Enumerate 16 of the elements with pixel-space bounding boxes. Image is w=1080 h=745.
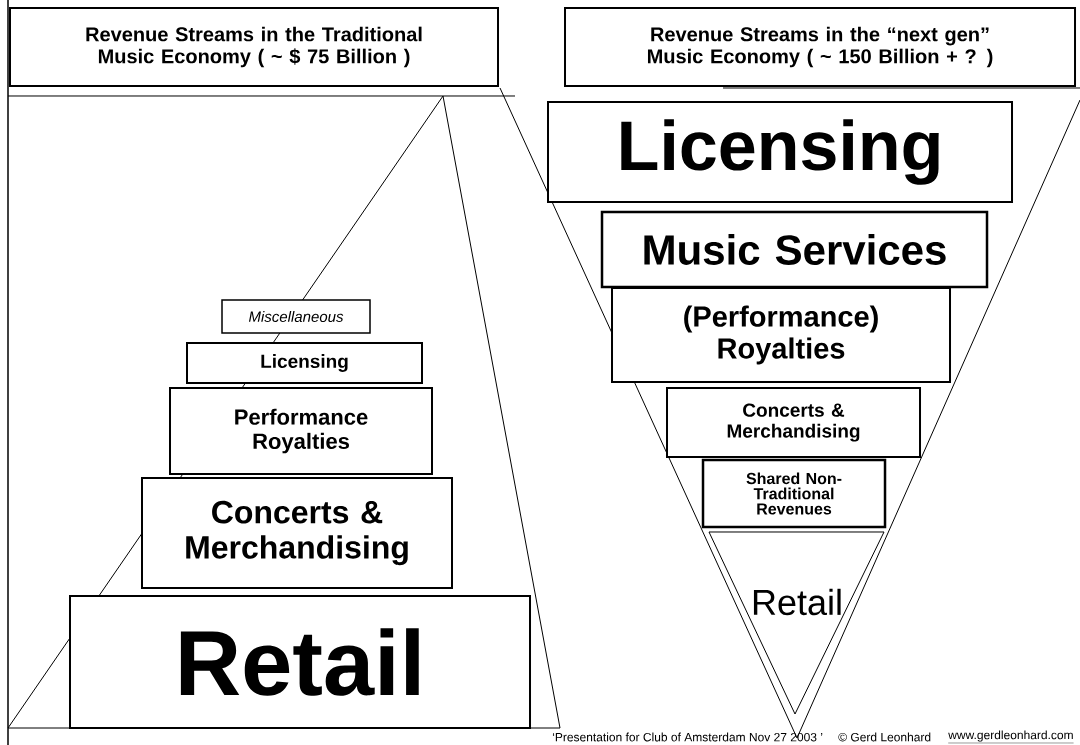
pyramid-tier: Concerts & Merchandising (141, 477, 453, 589)
funnel-tip: Retail (708, 531, 885, 715)
funnel-tier: Concerts & Merchandising (666, 387, 921, 458)
pyramid-tier: Retail (69, 595, 531, 729)
funnel-tier: (Performance) Royalties (611, 287, 951, 383)
pyramid-tier: Performance Royalties (169, 387, 433, 475)
pyramid-tier: Licensing (186, 342, 423, 384)
funnel-tier: Music Services (600, 210, 989, 289)
web-address: www.gerdleonhard.com (948, 730, 1074, 744)
funnel-tier: Licensing (547, 101, 1013, 203)
footer-note: ‘Presentation for Club of Amsterdam Nov 27 2003 ’ (552, 732, 823, 742)
funnel-tier: Shared Non-Traditional Revenues (701, 458, 887, 529)
copyright-note: © Gerd Leonhard (838, 732, 931, 742)
heading-box: Revenue Streams in the Traditional Music Economy ( ~ $ 75 Billion ) (9, 7, 499, 87)
pyramid-tier: Miscellaneous (221, 299, 371, 334)
heading-box: Revenue Streams in the “next gen” Music Economy ( ~ 150 Billion + ? ) (564, 7, 1076, 87)
